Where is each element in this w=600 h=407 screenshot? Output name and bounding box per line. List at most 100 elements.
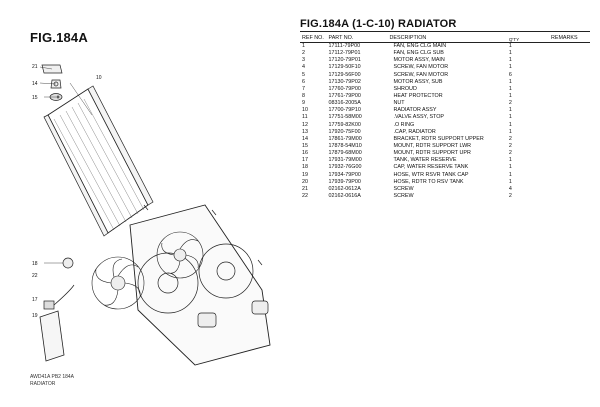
cell-description: BRACKET, RDTR SUPPORT UPPER — [393, 135, 484, 142]
cell-ref-no: 9 — [302, 100, 305, 107]
cell-remarks — [539, 186, 590, 193]
cell-part-no: 17920-75F00 — [328, 128, 361, 135]
cell-part-no: 17939-79P00 — [328, 178, 361, 185]
water-reserve-tank — [39, 310, 65, 362]
fan-main — [91, 256, 145, 310]
cell-part-no: 17111-79P00 — [328, 43, 361, 50]
cell-remarks — [539, 107, 590, 114]
cell-description: MOTOR ASSY, SUB — [393, 78, 443, 85]
figure-label: FIG.184A — [30, 30, 88, 45]
cell-qty: 1 — [508, 164, 512, 171]
cell-qty: 1 — [508, 85, 512, 92]
cell-qty: 1 — [508, 93, 512, 99]
cell-part-no: 17129-56F00 — [328, 71, 361, 78]
col-description-label: DESCRIPTION — [389, 34, 427, 41]
cell-qty: 6 — [508, 71, 512, 78]
col-part-no: PART NO. — [326, 31, 388, 43]
cell-ref-no: 4 — [302, 64, 305, 71]
parts-table: REF NO. PART NO. DESCRIPTION Q'TY REMARK… — [300, 31, 590, 200]
radiator-tank-left — [43, 114, 109, 237]
cell-qty: 2 — [508, 142, 512, 149]
cell-qty: 1 — [508, 178, 512, 185]
callout-15: 15 — [32, 95, 38, 101]
callout-10: 10 — [96, 75, 102, 81]
cell-description: SCREW, FAN MOTOR — [393, 71, 449, 78]
cell-qty: 1 — [508, 50, 512, 57]
cell-qty: 1 — [508, 121, 512, 128]
cell-part-no: 17879-68M00 — [328, 150, 362, 157]
cell-qty: 1 — [508, 78, 512, 85]
table-row: 21 02162-0612A SCREW 4 — [300, 186, 590, 193]
cell-part-no: 17751-58M00 — [328, 114, 362, 121]
cell-part-no: 02162-0612A — [328, 185, 361, 192]
cell-qty: 1 — [508, 157, 512, 164]
cell-ref-no: 21 — [302, 185, 308, 192]
radiator-core — [47, 88, 149, 234]
col-ref-no: REF NO. — [300, 31, 327, 43]
cell-qty: 2 — [508, 135, 512, 142]
cell-part-no: 02162-0616A — [328, 192, 361, 199]
cell-remarks — [539, 57, 590, 64]
cell-part-no: 08316-2005A — [328, 100, 361, 107]
cell-part-no: 17130-79P02 — [328, 78, 361, 85]
radiator-tank-right — [87, 85, 154, 206]
cell-ref-no: 13 — [302, 128, 308, 135]
col-qty-label: Q'TY — [508, 37, 520, 42]
cell-qty: 1 — [508, 57, 512, 64]
cell-ref-no: 14 — [302, 135, 308, 142]
callout-22: 22 — [32, 273, 38, 279]
cell-ref-no: 17 — [302, 157, 308, 164]
reserve-hose — [53, 284, 75, 306]
footer-section: RADIATOR — [30, 381, 56, 387]
cell-ref-no: 2 — [302, 50, 305, 57]
parts-table-header: REF NO. PART NO. DESCRIPTION Q'TY REMARK… — [300, 31, 590, 43]
cell-part-no: 17931-79M00 — [328, 157, 362, 164]
cell-description: RADIATOR ASSY — [393, 107, 437, 114]
cell-ref-no: 12 — [302, 121, 308, 128]
cell-remarks — [539, 86, 590, 93]
cell-description: .O RING — [393, 121, 415, 128]
fan-sub — [156, 231, 204, 279]
cell-qty: 1 — [508, 128, 512, 135]
cell-ref-no: 22 — [302, 192, 308, 199]
cell-qty: 1 — [508, 114, 512, 121]
callout-18: 18 — [32, 261, 38, 267]
cell-description: TANK, WATER RESERVE — [393, 157, 457, 164]
cell-description: SCREW — [393, 185, 414, 192]
table-row: 14 17861-79M00 BRACKET, RDTR SUPPORT UPPER… — [300, 136, 590, 143]
cell-ref-no: 16 — [302, 150, 308, 157]
cell-description: NUT — [393, 100, 405, 107]
support-mount-lower — [62, 257, 74, 269]
cell-description: SCREW, FAN MOTOR — [393, 64, 449, 71]
cell-part-no: 17112-79P01 — [328, 50, 361, 57]
fan-motor-sub — [251, 300, 269, 315]
cell-qty: 4 — [508, 185, 512, 192]
col-remarks: REMARKS — [538, 31, 590, 43]
cell-ref-no: 11 — [302, 114, 308, 121]
cell-ref-no: 10 — [302, 107, 308, 114]
cell-remarks — [539, 72, 590, 79]
callout-14: 14 — [32, 81, 38, 87]
fan-shroud — [129, 204, 271, 366]
support-mount-upper — [56, 95, 60, 99]
cell-remarks — [539, 93, 590, 100]
cell-qty: 1 — [508, 43, 512, 50]
cell-part-no: 17934-79P00 — [328, 171, 361, 178]
fan-motor-main — [197, 312, 217, 328]
cell-remarks — [539, 114, 590, 121]
cell-ref-no: 18 — [302, 164, 308, 171]
cell-part-no: 17129-50F10 — [328, 64, 361, 71]
cell-part-no: 17861-79M00 — [328, 135, 362, 142]
cell-remarks — [539, 50, 590, 57]
